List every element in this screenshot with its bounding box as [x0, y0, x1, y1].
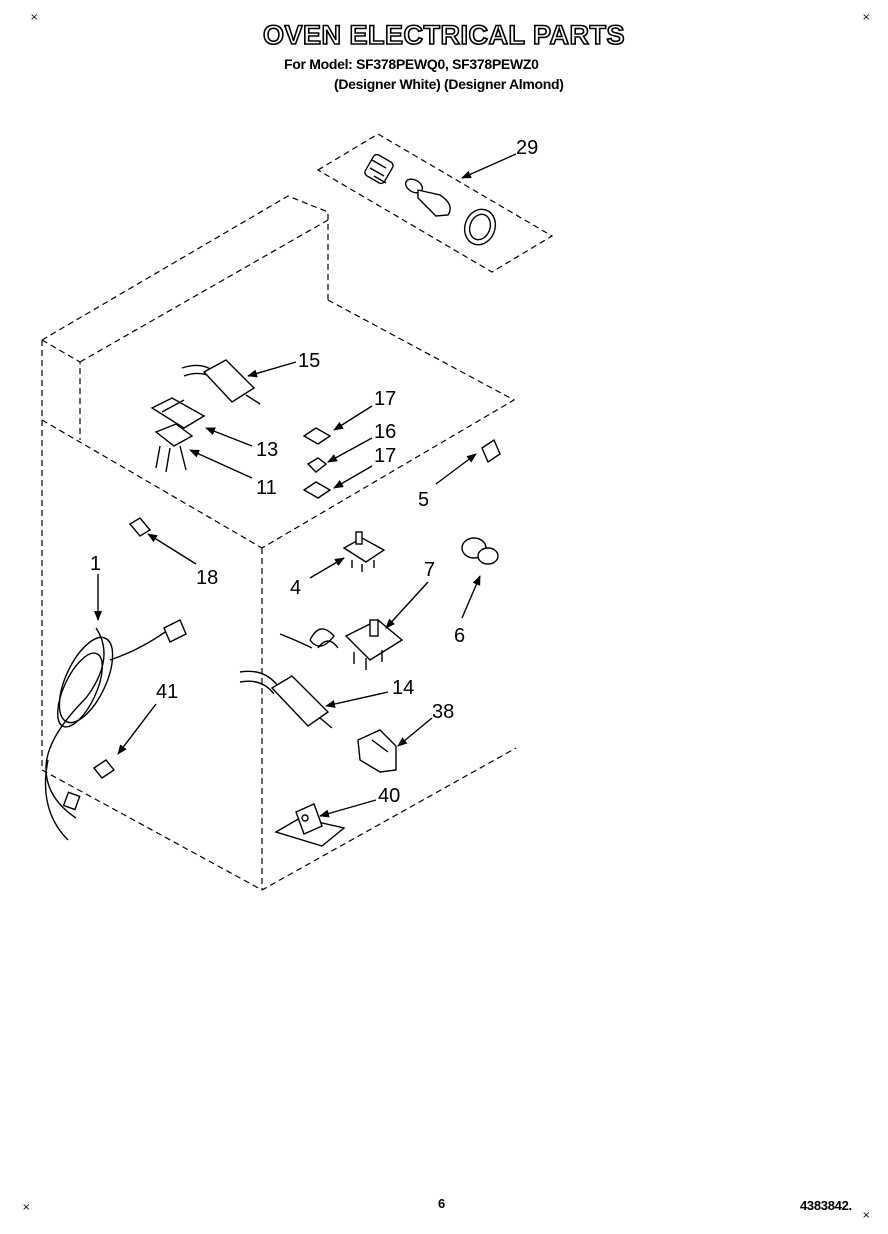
model-line: For Model: SF378PEWQ0, SF378PEWZ0	[284, 56, 539, 72]
part-17-insulator-bottom	[302, 481, 332, 499]
part-41-terminal	[92, 759, 116, 779]
callout-18: 18	[196, 567, 218, 589]
light-box-outline	[316, 133, 554, 273]
callout-11: 11	[256, 477, 277, 499]
callout-arrows	[94, 153, 517, 818]
part-29-oven-light	[364, 153, 497, 246]
corner-mark-bottom-right: ×	[862, 1210, 871, 1221]
part-14-sensor	[239, 670, 333, 729]
part-5-clip	[481, 438, 501, 464]
part-15-sensor	[181, 359, 261, 405]
callout-38: 38	[432, 701, 454, 723]
callout-5: 5	[418, 489, 429, 511]
part-16-terminal	[306, 457, 328, 473]
part-11-terminal-block	[154, 423, 194, 473]
callout-16: 16	[374, 421, 396, 443]
callout-40: 40	[378, 785, 400, 807]
cabinet-outline	[41, 195, 517, 891]
variant-line: (Designer White) (Designer Almond)	[334, 76, 564, 92]
part-13-bracket	[150, 397, 206, 429]
corner-mark-bottom-left: ×	[22, 1202, 31, 1213]
callout-17-bottom: 17	[374, 445, 396, 467]
callout-7: 7	[424, 559, 435, 581]
page-title: OVEN ELECTRICAL PARTS	[262, 19, 626, 51]
part-6-push-switch	[461, 537, 499, 565]
callout-41: 41	[156, 681, 178, 703]
callout-13: 13	[256, 439, 278, 461]
part-4-switch	[342, 531, 386, 572]
callout-14: 14	[392, 677, 414, 699]
page-number: 6	[438, 1196, 446, 1211]
part-40-terminal-block	[274, 803, 346, 847]
callout-4: 4	[290, 577, 301, 599]
callout-29: 29	[516, 137, 538, 159]
callout-17-top: 17	[374, 388, 396, 410]
callout-1: 1	[90, 553, 101, 575]
part-1-power-cord	[44, 619, 187, 841]
part-17-insulator-top	[302, 427, 332, 445]
document-number: 4383842.	[800, 1198, 852, 1213]
corner-mark-top-left: ×	[30, 12, 39, 23]
part-18-connector	[128, 517, 152, 537]
part-38-bracket	[357, 729, 397, 773]
part-7-thermostat	[279, 619, 404, 670]
callout-6: 6	[454, 625, 465, 647]
callout-15: 15	[298, 350, 320, 372]
corner-mark-top-right: ×	[862, 12, 871, 23]
